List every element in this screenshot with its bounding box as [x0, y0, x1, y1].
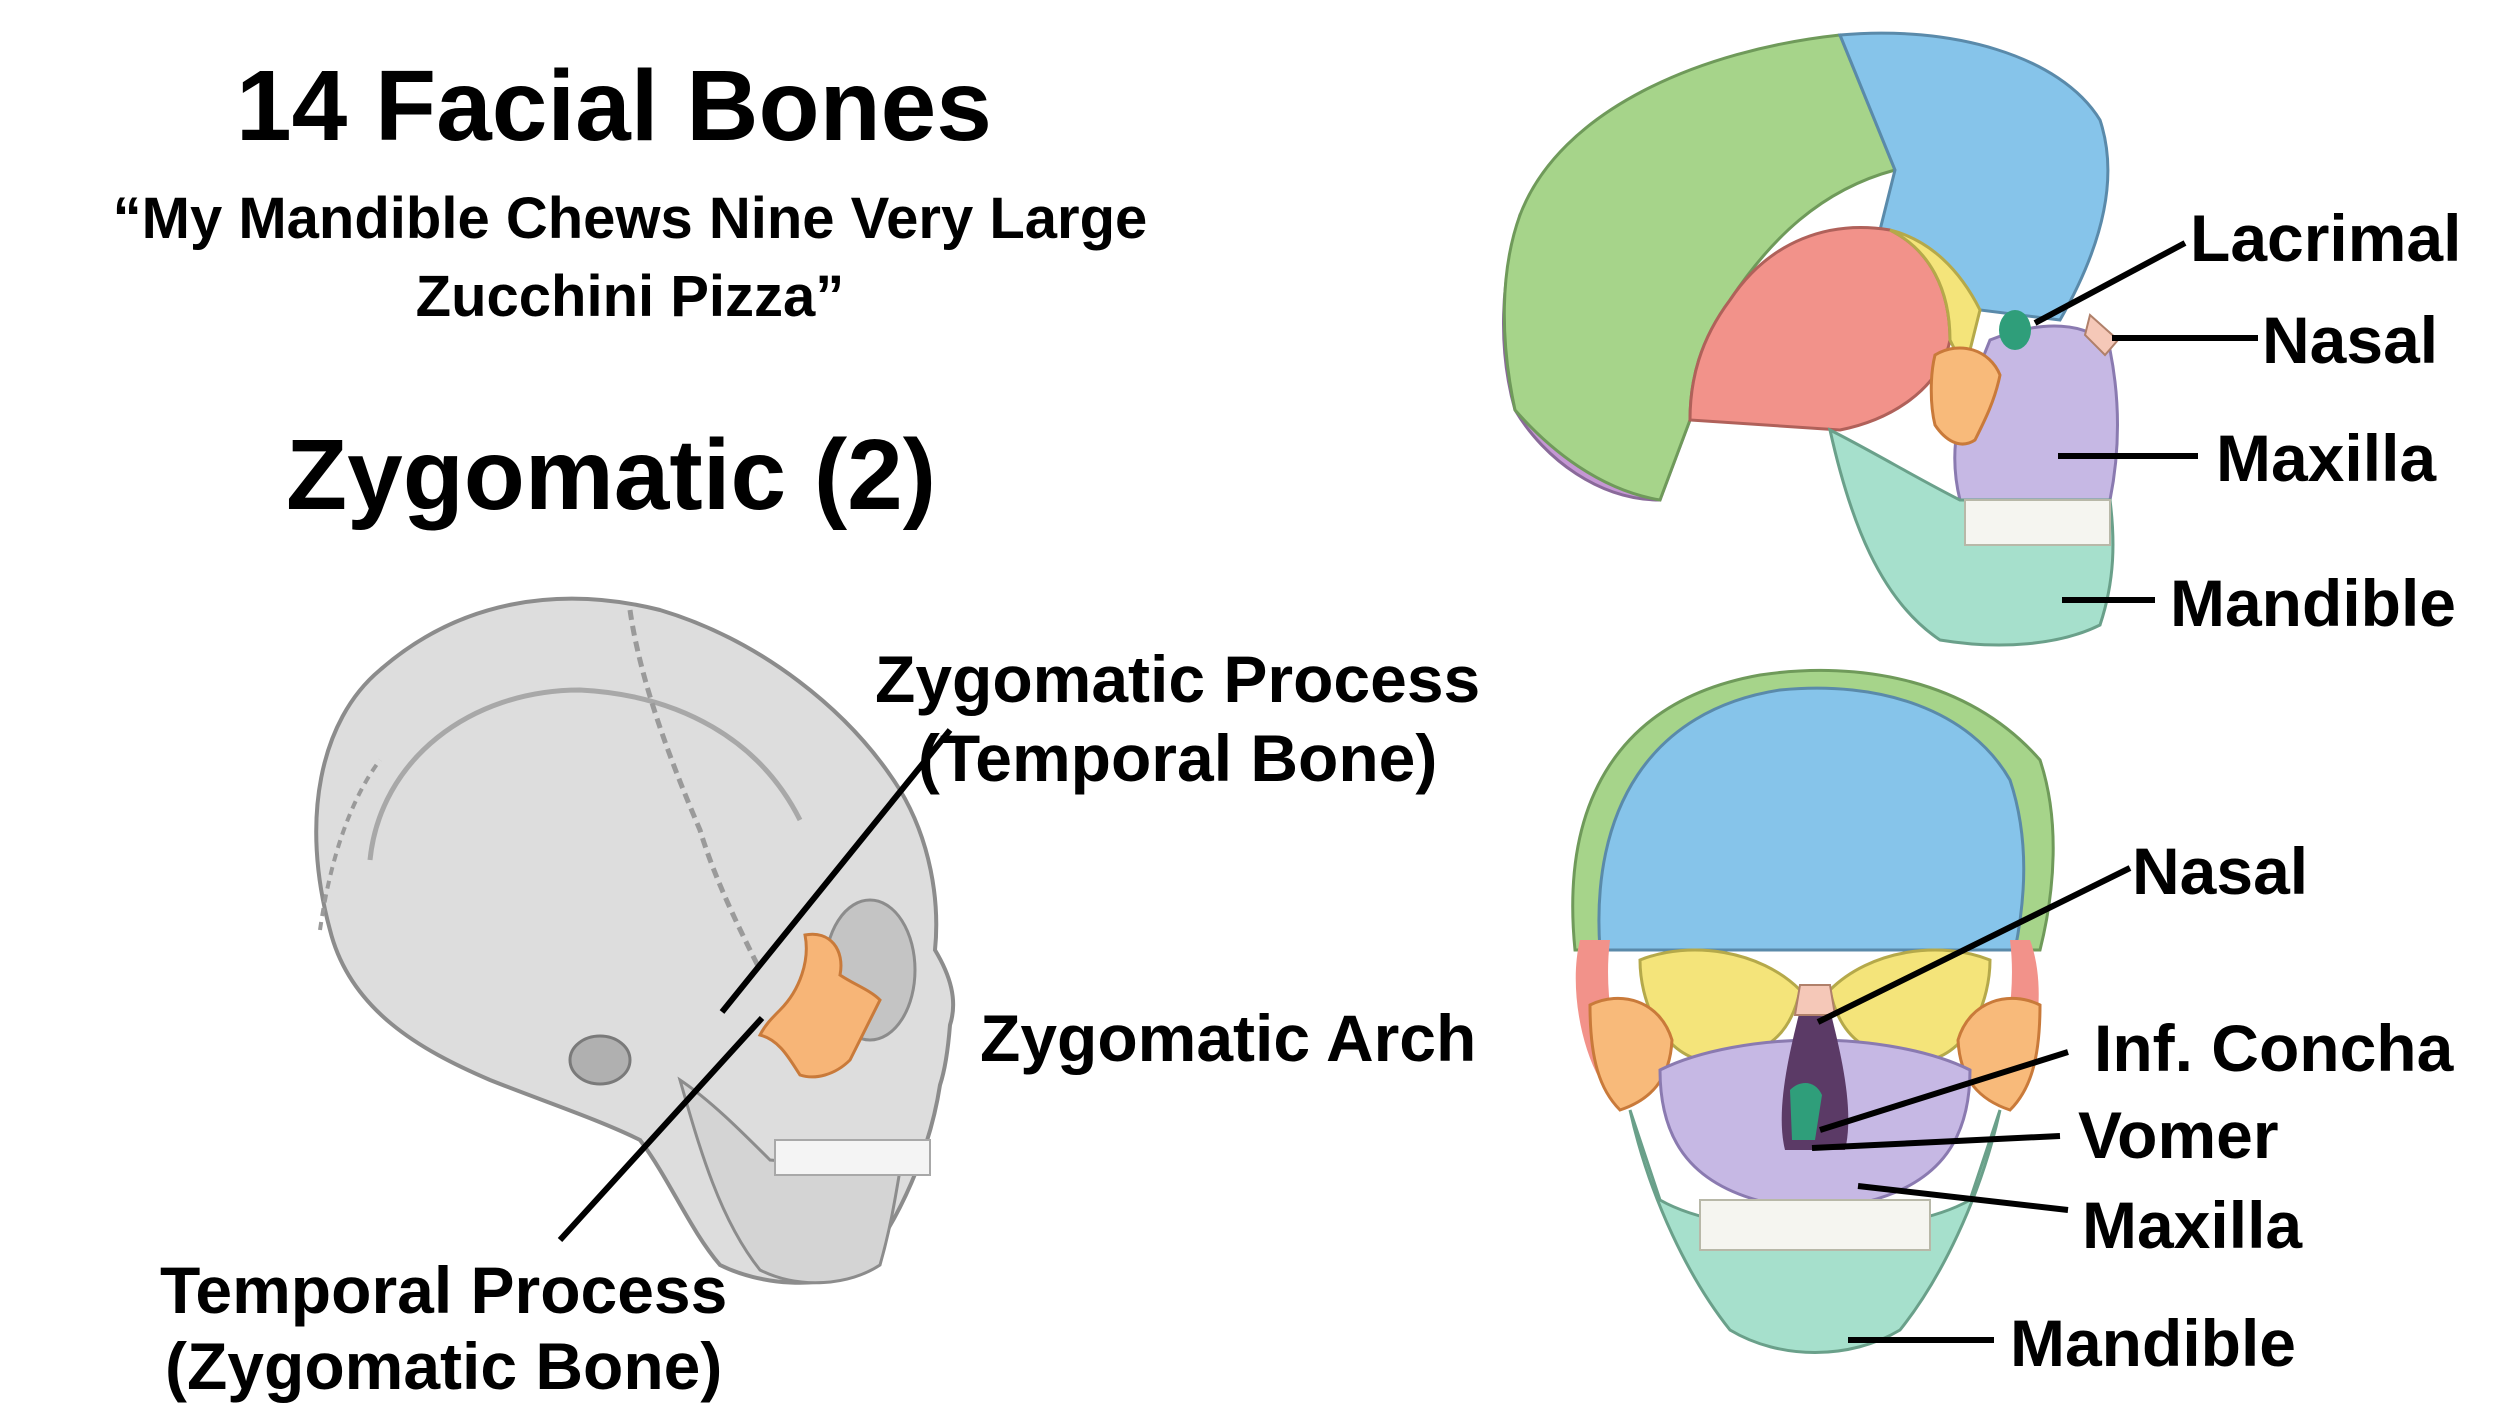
zygomatic-process-label: Zygomatic Process (Temporal Bone) [875, 640, 1480, 798]
zygomatic-bone-highlight [757, 932, 882, 1079]
lateral-maxilla-label: Maxilla [2216, 421, 2437, 495]
frontal-skull-illustration [1571, 668, 2132, 1354]
frontal-zygomatic-left [1588, 996, 1674, 1112]
frontal-frontal-bone [1597, 686, 2026, 952]
frontal-maxilla-leader-line [1857, 1183, 2069, 1213]
frontal-maxilla-label: Maxilla [2082, 1188, 2303, 1262]
zygomatic-process-label-line-2: (Temporal Bone) [917, 721, 1438, 796]
lacrimal-region [1999, 310, 2031, 350]
zygomatic-process-label-line-1: Zygomatic Process [875, 642, 1481, 716]
temporal-process-label-line-2: (Zygomatic Bone) [165, 1328, 723, 1403]
frontal-zygomatic-right [1956, 996, 2042, 1112]
gray-ear-canal [568, 1034, 632, 1086]
lateral-teeth [1964, 499, 2111, 546]
gray-lambdoid-suture [318, 758, 382, 931]
mnemonic-line-1: “My Mandible Chews Nine Very Large [112, 186, 1148, 251]
section-subtitle: Zygomatic (2) [286, 419, 937, 531]
lateral-mandible-label: Mandible [2170, 566, 2457, 640]
inf-concha-label: Inf. Concha [2094, 1011, 2454, 1085]
temporal-process-label: Temporal Process (Zygomatic Bone) [160, 1253, 727, 1405]
temporal-process-label-line-1: Temporal Process [160, 1253, 728, 1327]
lacrimal-label: Lacrimal [2190, 201, 2462, 275]
lacrimal-leader-line [2033, 240, 2187, 326]
frontal-nasal-bone [1793, 984, 1837, 1016]
lateral-colored-skull-illustration [1502, 31, 2258, 647]
zygomatic-region [1929, 346, 2002, 446]
nasal-region [2083, 313, 2120, 357]
gray-mandible [677, 1076, 902, 1285]
frontal-inf-concha-leader-line [1819, 1049, 2069, 1133]
lateral-nasal-label: Nasal [2262, 303, 2439, 377]
zygomatic-arch-label: Zygomatic Arch [980, 1001, 1477, 1075]
gray-cranium [314, 596, 956, 1285]
vomer-label: Vomer [2078, 1098, 2279, 1172]
frontal-mandible-label: Mandible [2010, 1306, 2297, 1380]
gray-coronal-suture [627, 609, 763, 972]
zygomatic-process-leader-line [719, 728, 953, 1014]
frontal-teeth [1699, 1199, 1931, 1251]
gray-temporal-line [367, 687, 803, 861]
frontal-inf-concha [1790, 1083, 1822, 1140]
mnemonic: “My Mandible Chews Nine Very Large Zucch… [20, 180, 1240, 337]
frontal-vomer-leader-line [1811, 1133, 2061, 1151]
lateral-gray-skull-illustration [314, 596, 956, 1285]
frontal-nasal-label: Nasal [2132, 834, 2309, 908]
frontal-nasal-leader-line [1816, 865, 2132, 1025]
mnemonic-line-2: Zucchini Pizza” [415, 264, 845, 330]
temporal-process-leader-line [557, 1015, 765, 1243]
gray-teeth [774, 1139, 931, 1176]
page-title: 14 Facial Bones [236, 50, 992, 162]
